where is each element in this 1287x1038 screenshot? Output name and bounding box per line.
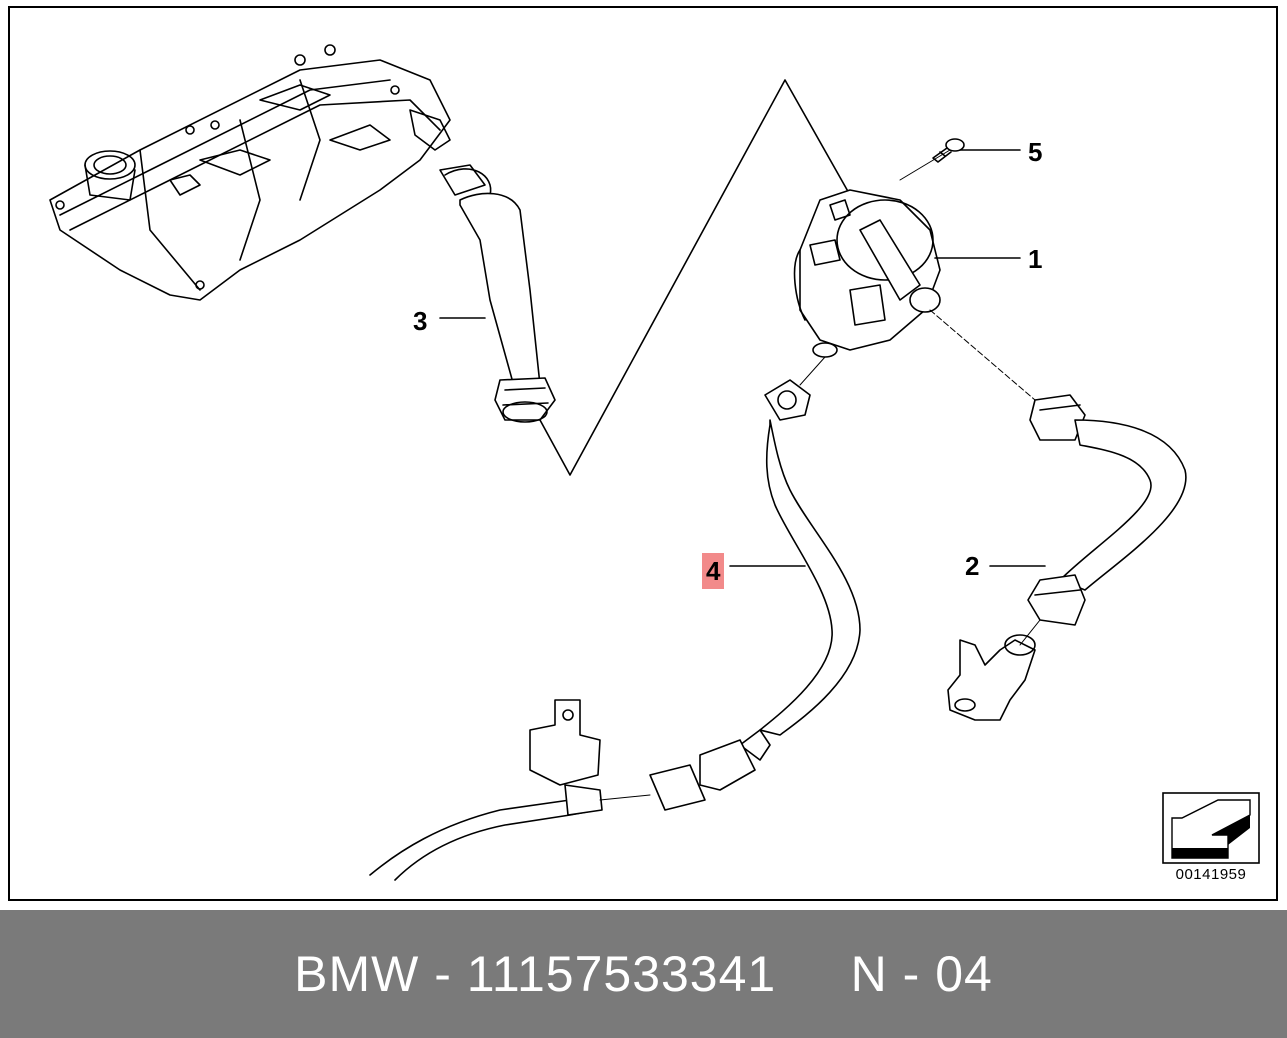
arrow-direction-icon [1162, 792, 1260, 864]
callout-5: 5 [1028, 137, 1043, 167]
callout-2: 2 [965, 551, 980, 581]
diagram-reference-code: 00141959 [1175, 866, 1247, 883]
callout-4: 4 [702, 553, 725, 589]
assembly-line-tube [599, 794, 651, 801]
callout-3: 3 [413, 306, 428, 336]
parts-diagram [49, 44, 1260, 881]
assembly-line-connector [1019, 619, 1041, 646]
hose-part-2 [1027, 394, 1187, 626]
valve-cover-part [49, 44, 451, 301]
connector-fitting [947, 634, 1036, 721]
assembly-line-2 [929, 309, 1036, 401]
footer-bar: BMW - 11157533341 N - 04 [0, 910, 1287, 1038]
assembly-line-5 [899, 149, 951, 181]
vent-valve-part-1 [793, 189, 941, 358]
assembly-line-4 [799, 356, 826, 386]
footer-part-number: BMW - 11157533341 N - 04 [294, 946, 993, 1002]
hose-part-3 [439, 164, 556, 423]
bracket-and-tube [369, 699, 603, 881]
hose-part-4 [649, 379, 861, 811]
callout-1: 1 [1028, 244, 1043, 274]
guide-line [539, 79, 851, 476]
